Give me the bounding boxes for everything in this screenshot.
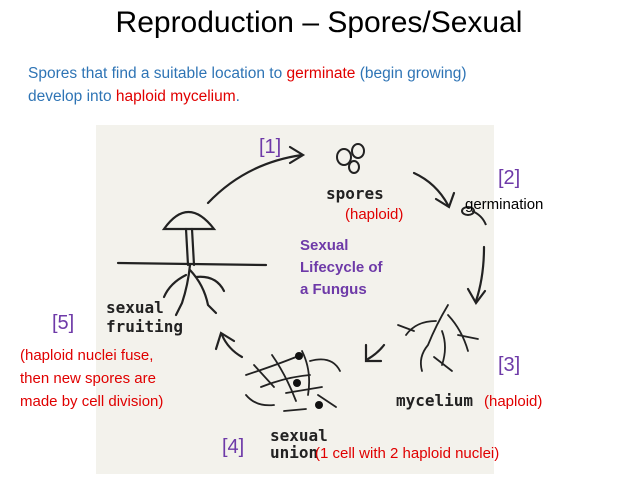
mushroom-drawing [116,211,268,317]
slide-title: Reproduction – Spores/Sexual [115,6,523,39]
lifecycle-diagram: spores mycelium sexual union sexual frui… [96,125,494,474]
sexual-union-label-1: sexual [270,426,328,445]
arrow-to-fruiting [220,333,244,359]
sexual-fruiting-label-1: sexual [106,298,164,317]
sexual-union-label-2: union [270,443,319,462]
nuclei-dots [293,352,323,409]
mycelium-label: mycelium [396,391,474,410]
arrow-to-union [366,343,386,361]
arrow-down-right [474,245,486,303]
fruiting-note: (haploid nuclei fuse, then new spores ar… [20,347,164,410]
step-3-number: [3] [498,354,521,376]
step-2-number: [2] [498,167,521,189]
step-2-label: germination [465,196,544,213]
arrow-to-germination [412,171,450,207]
mycelium-haploid-note: (haploid) [484,393,543,410]
lifecycle-center-label: Sexual Lifecycle of a Fungus [300,237,383,298]
mycelium-drawing [397,304,479,372]
intro-line-2: develop into haploid mycelium. [28,88,240,105]
step-5-number: [5] [52,312,75,334]
step-1-number: [1] [259,136,282,158]
spores-drawing [336,143,365,174]
sexual-union-drawing [245,350,341,412]
lifecycle-drawing [116,143,487,412]
union-note: (1 cell with 2 haploid nuclei) [315,445,500,462]
intro-text: Spores that find a suitable location to … [28,62,467,108]
intro-line-1: Spores that find a suitable location to … [28,65,467,82]
spores-label: spores [326,184,384,203]
sexual-fruiting-label-2: fruiting [106,317,184,336]
term-germinate: germinate [286,65,356,82]
spores-haploid-note: (haploid) [345,206,404,223]
step-4-number: [4] [222,436,245,458]
arrow-to-spores [206,153,304,205]
term-haploid-mycelium: haploid mycelium [115,88,236,105]
germinating-spore [461,206,487,226]
